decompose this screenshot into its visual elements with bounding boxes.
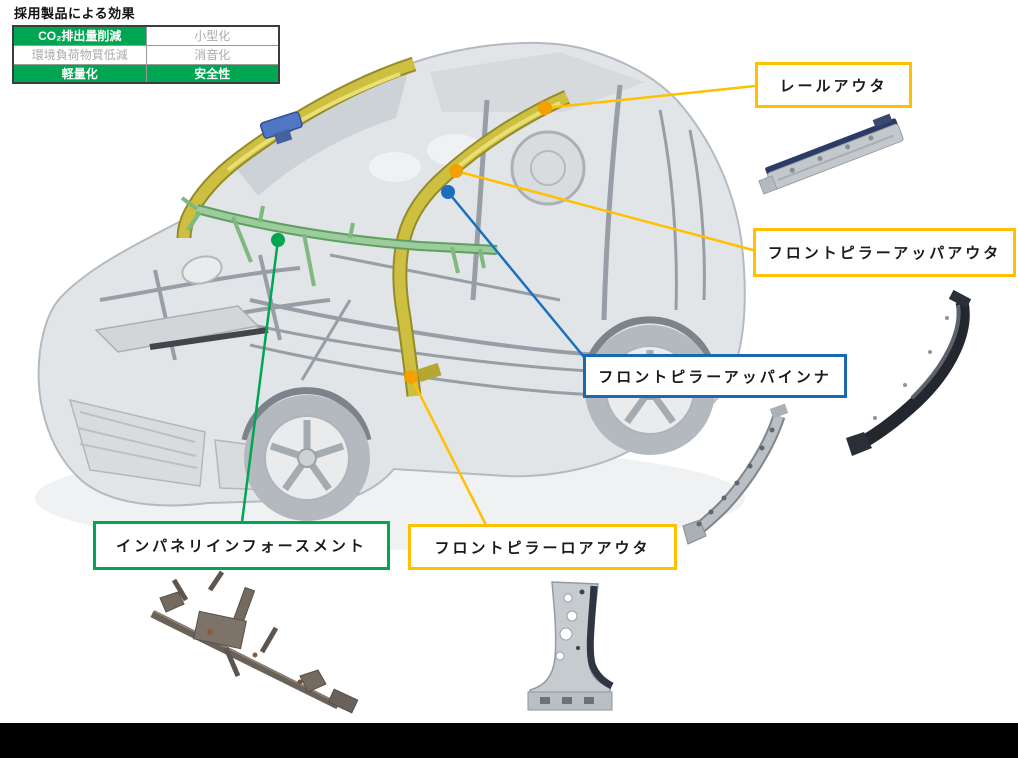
leader-line-upper-outer: [455, 169, 754, 252]
roof-rail-left-highlight: [176, 56, 417, 239]
bottom-black-bar: [0, 723, 1018, 758]
effect-cell-safety: 安全性: [145, 63, 280, 84]
front-pillar-upper-inner-part-photo: [682, 403, 789, 545]
effect-cell-co2: CO₂排出量削減: [12, 25, 147, 46]
front-pillar-lower-outer-part-photo: [527, 581, 614, 711]
callout-front-pillar-upper-inner: フロントピラーアッパインナ: [583, 354, 847, 398]
dot-rail-outer: [538, 101, 552, 115]
dot-lower-outer: [404, 370, 418, 384]
front-wheel: [244, 395, 370, 521]
callout-front-pillar-lower-outer: フロントピラーロアアウタ: [408, 524, 677, 570]
effect-cell-compact: 小型化: [145, 25, 280, 46]
ip-reinforcement-highlight: [180, 196, 498, 287]
callout-rail-outer-label: レールアウタ: [779, 77, 888, 95]
dot-upper-outer: [449, 164, 463, 178]
callout-front-pillar-lower-outer-label: フロントピラーロアアウタ: [434, 539, 651, 557]
leader-line-lower-outer: [409, 376, 489, 528]
effects-panel-title: 採用製品による効果: [14, 6, 136, 21]
anchor-dots: [271, 101, 552, 384]
effects-panel: 採用製品による効果 CO₂排出量削減 小型化 環境負荷物質低減 消音化 軽量化 …: [12, 3, 280, 84]
rail-outer-part-photo: [758, 113, 904, 195]
callout-front-pillar-upper-outer-label: フロントピラーアッパアウタ: [767, 245, 1002, 262]
callout-instrument-panel-reinforcement: インパネリインフォースメント: [93, 521, 390, 570]
front-pillar-right-highlight: [392, 90, 570, 397]
leader-line-upper-inner: [447, 191, 585, 358]
ip-reinforcement-part-photo: [150, 570, 359, 714]
car-front-details: [68, 255, 331, 493]
effect-cell-env-load: 環境負荷物質低減: [12, 44, 147, 65]
roof-blue-bracket: [259, 111, 303, 145]
leader-lines: [240, 84, 756, 528]
leader-line-rail-outer: [544, 84, 756, 110]
dot-ip-reinforcement: [271, 233, 285, 247]
car-body: [37, 41, 746, 507]
callout-instrument-panel-reinforcement-label: インパネリインフォースメント: [116, 538, 367, 555]
dot-upper-inner: [441, 185, 455, 199]
effect-cell-lightweight: 軽量化: [12, 63, 147, 84]
callout-front-pillar-upper-outer: フロントピラーアッパアウタ: [753, 228, 1016, 277]
effects-table: CO₂排出量削減 小型化 環境負荷物質低減 消音化 軽量化 安全性: [12, 25, 280, 84]
callout-front-pillar-upper-inner-label: フロントピラーアッパインナ: [598, 368, 832, 386]
effect-cell-quiet: 消音化: [145, 44, 280, 65]
leader-line-ip-reinforcement: [240, 239, 280, 523]
front-pillar-upper-outer-part-photo: [846, 289, 972, 456]
callout-rail-outer: レールアウタ: [755, 62, 912, 108]
